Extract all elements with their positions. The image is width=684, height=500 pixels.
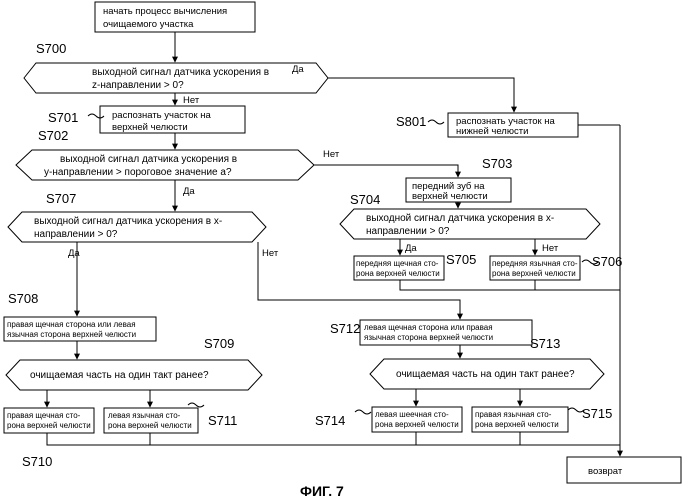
d707-line1: выходной сигнал датчика ускорения в x-: [34, 216, 222, 227]
d707-line2: направлении > 0?: [34, 229, 118, 240]
figure-caption: ФИГ. 7: [300, 483, 344, 499]
step-label-s707: S707: [46, 191, 76, 206]
d702-line1: выходной сигнал датчика ускорения в: [60, 154, 237, 165]
p715-line1: правая язычная сто-: [475, 410, 552, 419]
p701-line2: верхней челюсти: [112, 122, 188, 133]
step-label-s704: S704: [350, 192, 380, 207]
d713-text: очищаемая часть на один такт ранее?: [396, 369, 575, 380]
p706-line2: рона верхней челюсти: [492, 269, 576, 278]
edge-label-d702-yes: Да: [183, 186, 195, 197]
edge-label-d704-yes: Да: [405, 243, 417, 254]
return-box: [567, 457, 681, 483]
step-label-s714: S714: [315, 413, 345, 428]
start-line2: очищаемого участка: [103, 19, 194, 30]
step-label-s702: S702: [38, 128, 68, 143]
p705-line1: передняя щечная сто-: [356, 259, 439, 268]
step-label-s713: S713: [530, 336, 560, 351]
p708-line1: правая щечная сторона или левая: [7, 320, 136, 329]
step-label-s801: S801: [396, 114, 426, 129]
edge-label-d700-no: Нет: [183, 95, 200, 106]
start-line1: начать процесс вычисления: [103, 6, 227, 17]
p712-line1: левая щечная сторона или правая: [364, 323, 493, 332]
step-label-s701: S701: [48, 110, 78, 125]
p706-line1: передняя язычная сто-: [492, 259, 578, 268]
d704-line1: выходной сигнал датчика ускорения в x-: [366, 213, 554, 224]
p710-line1: правая щечная сто-: [7, 411, 81, 420]
edge-label-d707-no: Нет: [262, 248, 279, 259]
edge-label-d707-yes: Да: [68, 248, 80, 259]
step-label-s709: S709: [204, 336, 234, 351]
p714-line1: левая шеечная сто-: [375, 410, 449, 419]
p708-line2: язычная сторона верхней челюсти: [7, 330, 136, 339]
d709-text: очищаемая часть на один такт ранее?: [30, 370, 209, 381]
edge-label-d700-yes: Да: [292, 64, 304, 75]
return-text: возврат: [588, 466, 623, 477]
step-label-s706: S706: [592, 254, 622, 269]
step-label-s703: S703: [482, 156, 512, 171]
step-label-s705: S705: [446, 252, 476, 267]
p701-line1: распознать участок на: [112, 110, 212, 121]
p705-line2: рона верхней челюсти: [356, 269, 440, 278]
step-label-s710: S710: [22, 454, 52, 469]
edge-label-d702-no: Нет: [323, 149, 340, 160]
step-label-s712: S712: [330, 321, 360, 336]
d700-line2: z-направлении > 0?: [92, 80, 184, 91]
p801-line2: нижней челюсти: [456, 126, 528, 137]
p711-line2: рона верхней челюсти: [108, 421, 192, 430]
p712-line2: язычная сторона верхней челюсти: [364, 333, 493, 342]
p710-line2: рона верхней челюсти: [7, 421, 91, 430]
p714-line2: рона верхней челюсти: [375, 420, 459, 429]
p703-line2: верхней челюсти: [412, 191, 488, 202]
d700-line1: выходной сигнал датчика ускорения в: [92, 67, 269, 78]
step-label-s715: S715: [582, 406, 612, 421]
d702-line2: y-направлении > пороговое значение a?: [44, 167, 232, 178]
edge-label-d704-no: Нет: [542, 243, 559, 254]
step-label-s700: S700: [36, 41, 66, 56]
d704-line2: направлении > 0?: [366, 226, 450, 237]
step-label-s711: S711: [208, 413, 237, 428]
connectors: [47, 32, 620, 456]
p711-line1: левая язычная сто-: [108, 411, 181, 420]
step-label-s708: S708: [8, 291, 38, 306]
p715-line2: рона верхней челюсти: [475, 420, 559, 429]
